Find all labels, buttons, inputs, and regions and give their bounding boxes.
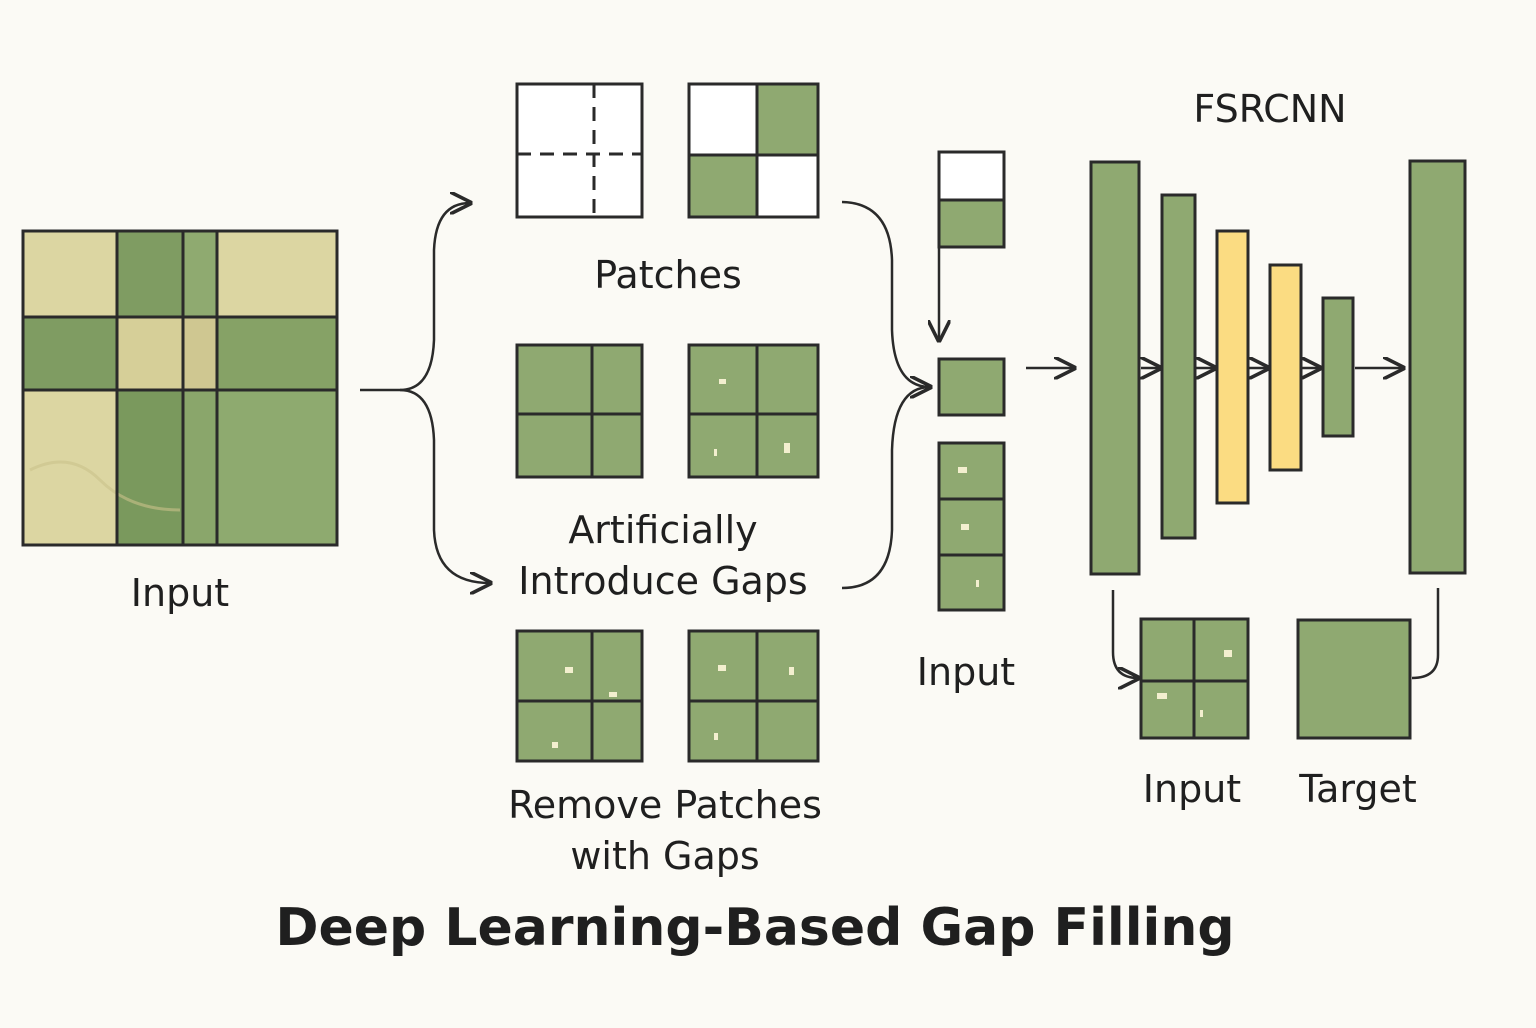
input-mosaic <box>21 229 339 547</box>
gaps-label-line1: Artificially <box>568 508 758 552</box>
stack-selected <box>937 357 1006 417</box>
patch-full <box>515 343 644 479</box>
model-input-patch <box>1139 617 1250 740</box>
fsrcnn-layers <box>1089 159 1467 576</box>
fsrcnn-layer-4 <box>1268 263 1303 472</box>
fsrcnn-layer-5 <box>1321 296 1355 438</box>
remove-label-line1: Remove Patches <box>508 783 822 827</box>
stack-bottom <box>937 441 1006 612</box>
target-connector <box>1411 588 1440 680</box>
page-title: Deep Learning-Based Gap Filling <box>275 898 1235 958</box>
patch-gapped <box>687 343 820 479</box>
fsrcnn-label: FSRCNN <box>1193 87 1347 131</box>
patch-empty <box>515 82 644 219</box>
model-target-patch <box>1296 618 1412 740</box>
gaps-label-line2: Introduce Gaps <box>518 559 808 603</box>
fsrcnn-layer-1 <box>1089 160 1141 576</box>
patch-checker <box>687 82 820 219</box>
stack-top <box>937 150 1006 249</box>
stack-input-label: Input <box>916 650 1016 694</box>
patch-removed-2 <box>687 629 820 763</box>
fsrcnn-layer-3 <box>1215 229 1250 505</box>
model-input-label: Input <box>1142 767 1242 811</box>
patch-removed-1 <box>515 629 644 763</box>
fsrcnn-layer-6 <box>1408 159 1467 575</box>
merge-brace <box>841 200 930 590</box>
split-brace <box>360 203 490 583</box>
input-label: Input <box>130 571 230 615</box>
fsrcnn-layer-2 <box>1160 193 1197 540</box>
model-target-label: Target <box>1299 767 1417 811</box>
to-input-arrow <box>1111 590 1138 678</box>
remove-label-line2: with Gaps <box>570 834 760 878</box>
patches-label: Patches <box>594 253 742 297</box>
